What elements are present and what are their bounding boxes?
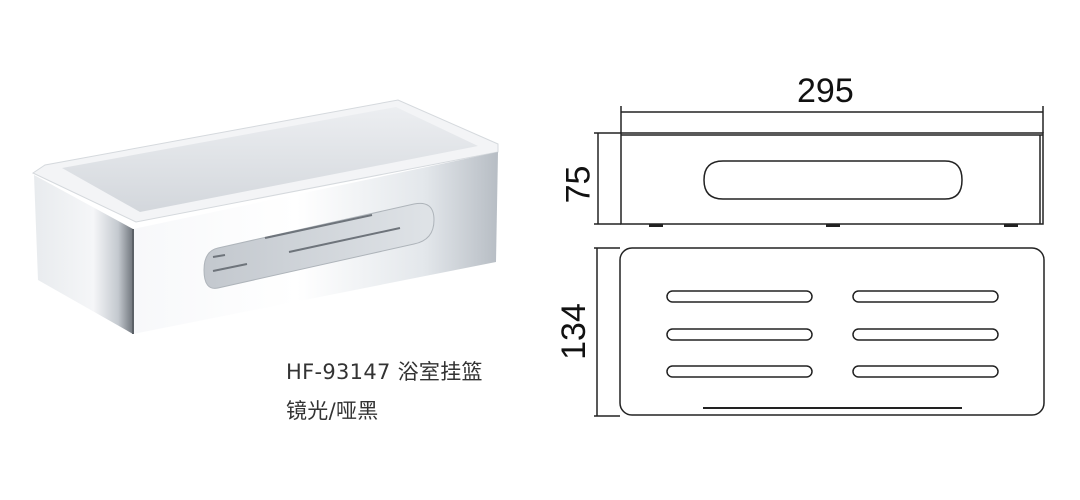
technical-drawing (540, 0, 1080, 500)
product-finish: 镜光/哑黑 (286, 399, 379, 423)
product-photo (0, 0, 540, 360)
width-dimension-label: 295 (797, 72, 854, 110)
depth-dimension-label: 134 (554, 303, 593, 360)
product-title: HF-93147 浴室挂篮 (286, 360, 483, 384)
chrome-basket-illustration (31, 99, 499, 334)
height-dimension-label: 75 (559, 165, 598, 204)
dimension-drawing (594, 106, 1045, 417)
